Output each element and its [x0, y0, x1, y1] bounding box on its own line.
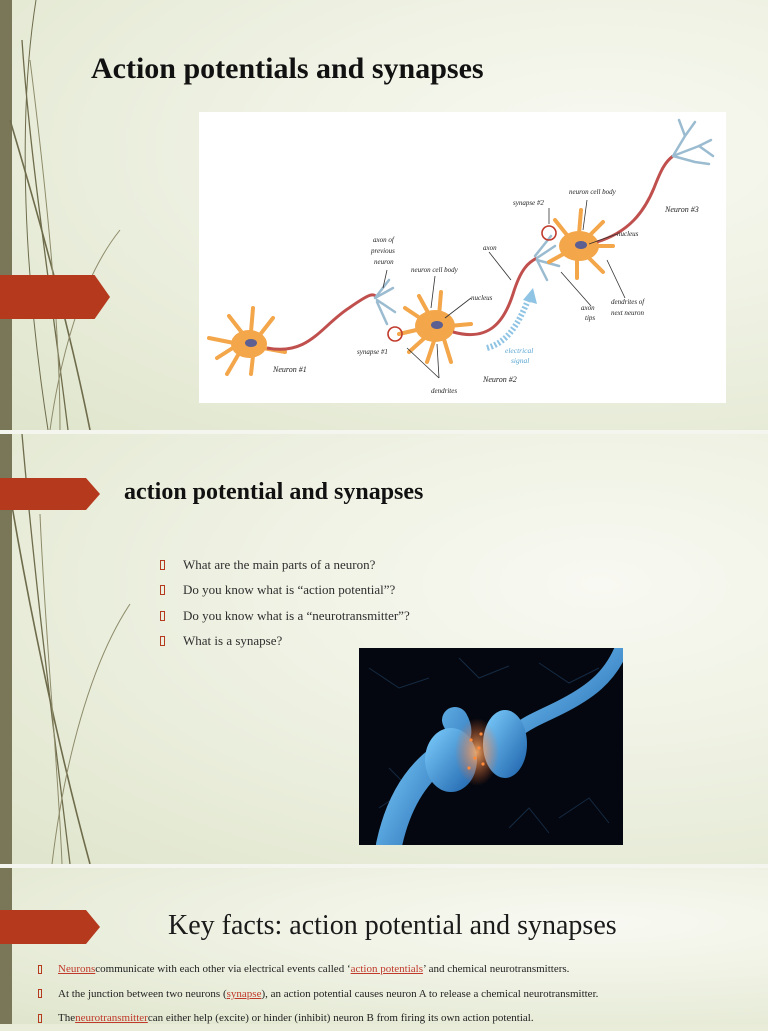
- label-nucleus-1: nucleus: [471, 294, 493, 302]
- label-synapse-2: synapse #2: [513, 199, 544, 207]
- slide-title: action potential and synapses: [124, 479, 424, 505]
- slide-sidebar: [0, 434, 12, 864]
- axon-2: [452, 256, 538, 337]
- bullet-icon: [38, 989, 42, 999]
- fact-item: The neurotransmitter can either help (ex…: [38, 1006, 598, 1031]
- bullet-icon: [160, 585, 165, 596]
- axon-3: [596, 154, 674, 244]
- neuron-1-body: [207, 306, 287, 376]
- slide-sidebar: [0, 0, 12, 430]
- label-synapse-1: synapse #1: [357, 348, 388, 356]
- label-nucleus-2: nucleus: [617, 230, 639, 238]
- question-item: What are the main parts of a neuron?: [160, 552, 410, 578]
- label-cell-body-2: neuron cell body: [569, 188, 617, 196]
- label-neuron-1: Neuron #1: [272, 365, 307, 374]
- label-axon-tips-1: axon: [581, 304, 595, 312]
- question-list: What are the main parts of a neuron? Do …: [160, 552, 410, 654]
- slide-sidebar: [0, 868, 12, 1024]
- slide-title: Action potentials and synapses: [91, 52, 484, 85]
- label-cell-body-1: neuron cell body: [411, 266, 459, 274]
- bullet-icon: [38, 1013, 42, 1023]
- synapse-photo: [359, 648, 623, 845]
- synapse-link[interactable]: synapse: [226, 987, 262, 1000]
- label-next-neuron: next neuron: [611, 309, 644, 317]
- fact-item: At the junction between two neurons (syn…: [38, 982, 598, 1007]
- bullet-icon: [160, 636, 165, 647]
- neurons-link[interactable]: Neurons: [58, 963, 96, 976]
- label-axon-of: axon of: [373, 236, 395, 244]
- neuron-2-body: [397, 290, 473, 364]
- label-signal: signal: [511, 356, 529, 365]
- section-marker: [0, 275, 110, 319]
- question-item: Do you know what is “action potential”?: [160, 578, 410, 604]
- slide-divider: [0, 430, 768, 434]
- label-neuron-3: Neuron #3: [664, 205, 699, 214]
- synapse-2-circle: [541, 225, 557, 241]
- label-electrical: electrical: [505, 346, 533, 355]
- action-potentials-link[interactable]: action potentials: [350, 963, 424, 976]
- key-facts-list: Neurons communicate with each other via …: [38, 957, 598, 1031]
- slide-divider: [0, 864, 768, 868]
- label-dendrites-of: dendrites of: [611, 298, 645, 306]
- question-item: What is a synapse?: [160, 629, 410, 655]
- label-neuron-2: Neuron #2: [482, 375, 517, 384]
- slide-title: Key facts: action potential and synapses: [168, 910, 617, 941]
- slide-3: [0, 868, 768, 1024]
- slide-1: Action potentials and synapses: [0, 0, 768, 430]
- label-neuron: neuron: [374, 258, 394, 266]
- label-previous: previous: [370, 247, 395, 255]
- neuron-diagram: Neuron #1 synapse #1 axon of previous ne…: [199, 112, 726, 403]
- section-marker: [0, 910, 100, 944]
- bullet-icon: [38, 964, 42, 974]
- axon-1: [266, 293, 379, 351]
- label-axon-tips-2: tips: [585, 314, 595, 322]
- neuron-3-body: [547, 208, 615, 280]
- label-axon: axon: [483, 244, 497, 252]
- bullet-icon: [160, 610, 165, 621]
- bullet-icon: [160, 559, 165, 570]
- question-item: Do you know what is a “neurotransmitter”…: [160, 603, 410, 629]
- section-marker: [0, 478, 100, 510]
- neurotransmitter-link[interactable]: neurotransmitter: [75, 1012, 148, 1025]
- synapse-1-circle: [387, 326, 403, 342]
- fact-item: Neurons communicate with each other via …: [38, 957, 598, 982]
- label-dendrites: dendrites: [431, 387, 457, 395]
